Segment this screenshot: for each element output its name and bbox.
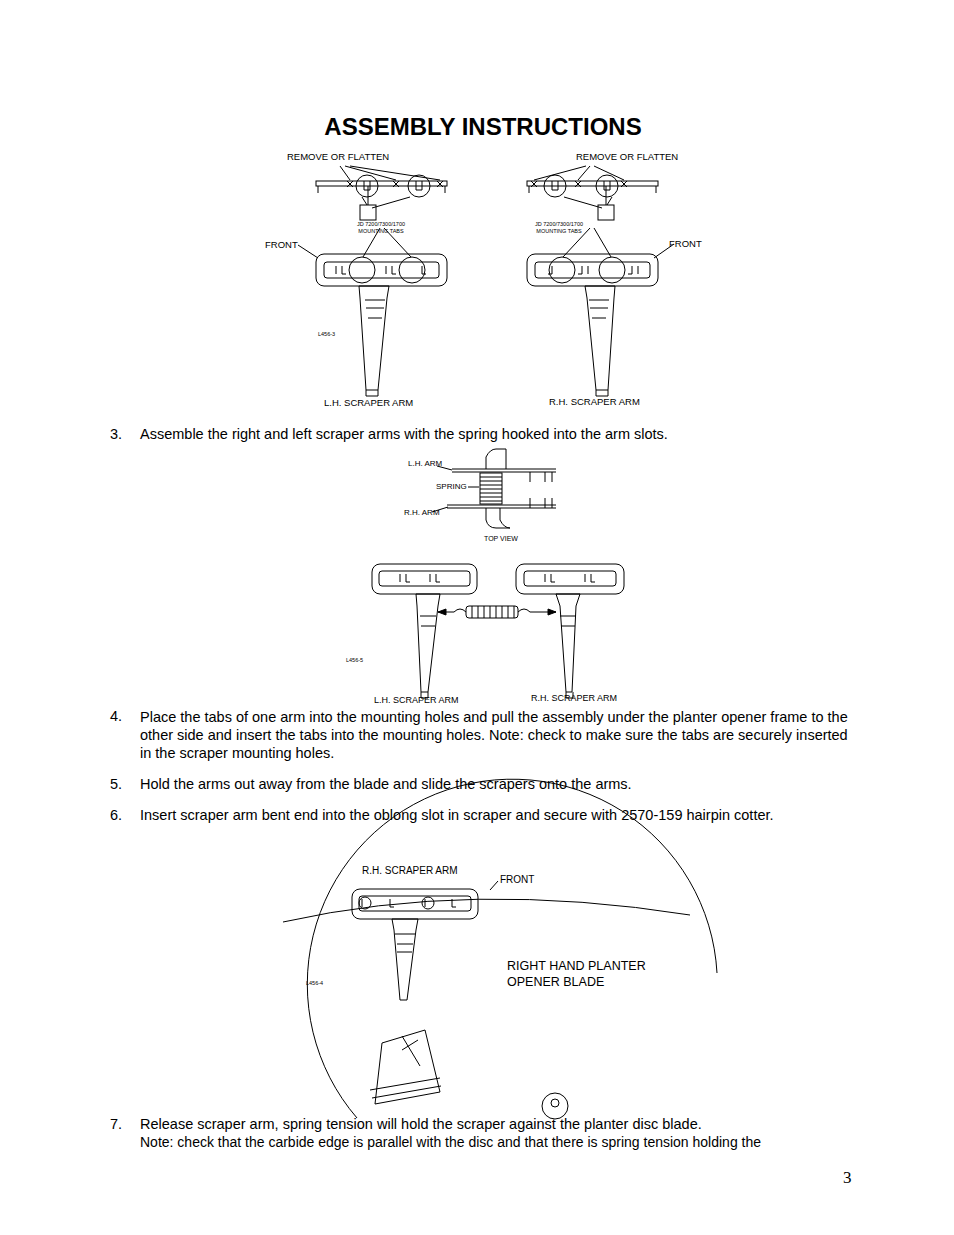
part-name: R.H. ARM (404, 508, 440, 518)
drawing-number: L456-5 (346, 657, 363, 664)
rh-arm-figure (527, 166, 674, 396)
part-name: R.H. SCRAPER ARM (362, 865, 458, 877)
tab-label: JD 7200/7300/1700 MOUNTING TABS (352, 221, 410, 234)
part-name: L.H. SCRAPER ARM (374, 695, 459, 706)
page-title: ASSEMBLY INSTRUCTIONS (250, 112, 716, 142)
part-name: SPRING (436, 482, 467, 492)
step-text: Insert scraper arm bent end into the obl… (140, 807, 774, 824)
part-name: L.H. SCRAPER ARM (324, 397, 413, 408)
step-text: Hold the arms out away from the blade an… (140, 776, 632, 793)
top-view-figure (432, 449, 556, 528)
part-name: R.H. SCRAPER ARM (531, 693, 617, 704)
step-number: 4. (110, 708, 122, 725)
step-number: 6. (110, 807, 122, 824)
callout-text: REMOVE OR FLATTEN (576, 151, 678, 162)
callout-text: REMOVE OR FLATTEN (287, 151, 389, 162)
step-text: Assemble the right and left scraper arms… (140, 426, 668, 443)
step-number: 7. (110, 1116, 122, 1133)
lh-arm-figure (298, 166, 447, 396)
page-number: 3 (843, 1168, 852, 1188)
step-number: 5. (110, 776, 122, 793)
step-number: 3. (110, 426, 122, 443)
drawing-number: L456-4 (306, 980, 323, 987)
part-name: L.H. ARM (408, 459, 442, 469)
front-label: FRONT (500, 874, 534, 886)
note-text: Note: check that the carbide edge is par… (140, 1134, 761, 1151)
part-name: RIGHT HAND PLANTER OPENER BLADE (507, 958, 677, 990)
front-label: FRONT (669, 238, 702, 249)
drawing-number: L456-3 (318, 331, 335, 338)
part-name: R.H. SCRAPER ARM (549, 396, 640, 407)
step-text: Release scraper arm, spring tension will… (140, 1116, 702, 1133)
spring-assembly-figure (372, 564, 624, 698)
blade-figure (283, 779, 717, 1119)
tab-label: JD 7200/7300/1700 MOUNTING TABS (530, 221, 588, 234)
step-text: Place the tabs of one arm into the mount… (140, 708, 862, 762)
view-label: TOP VIEW (484, 535, 518, 543)
front-label: FRONT (265, 239, 298, 250)
